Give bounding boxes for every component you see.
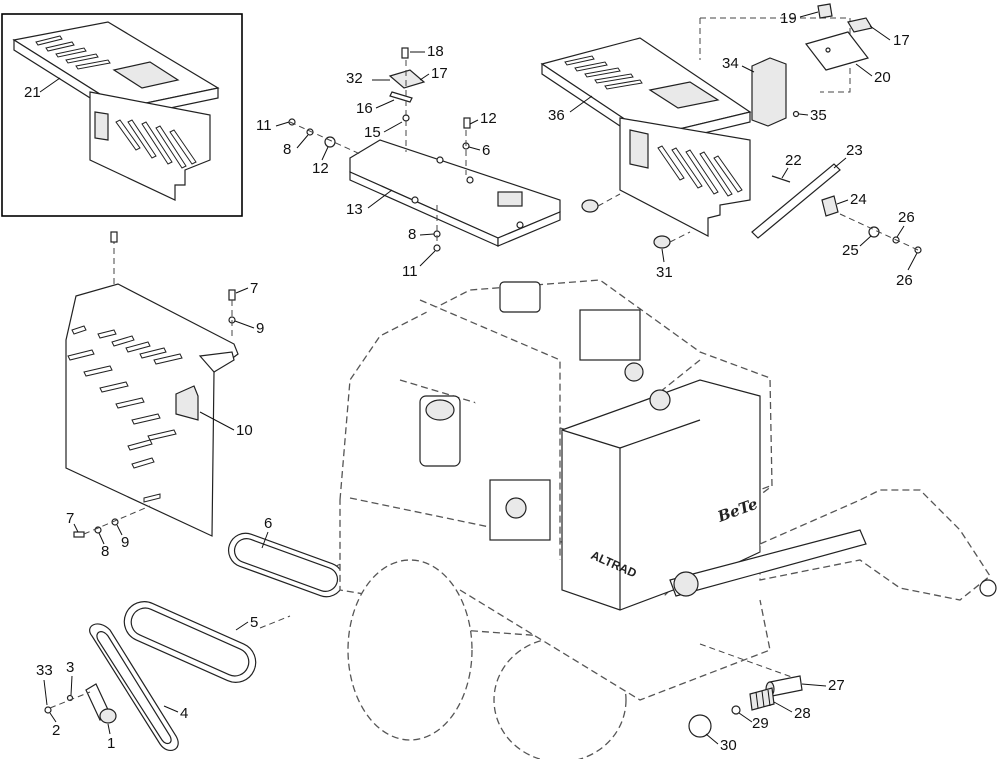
hose-27	[769, 675, 803, 697]
screw-12-right	[463, 117, 471, 129]
callout-25: 25	[842, 242, 859, 259]
callout-11-bottom: 11	[402, 263, 418, 280]
callout-31: 31	[656, 264, 673, 281]
screw-35	[792, 110, 800, 118]
inset-frame	[1, 13, 243, 217]
callout-9-bottom: 9	[121, 534, 129, 551]
screw-7-top	[228, 289, 236, 301]
callout-6-belt: 6	[264, 515, 272, 532]
callout-12-right: 12	[480, 110, 497, 127]
callout-21: 21	[24, 84, 41, 101]
hood-part-36	[540, 3, 922, 254]
cover-part-21	[12, 21, 220, 201]
engine-top	[579, 309, 641, 361]
washer-29	[731, 705, 741, 715]
callout-20: 20	[874, 69, 891, 86]
callout-30: 30	[720, 737, 737, 754]
hood-slots	[564, 55, 743, 197]
callout-17-top: 17	[893, 32, 910, 49]
drain-assembly	[688, 643, 803, 738]
callout-4: 4	[180, 705, 188, 722]
roller-machine-body: BeTe ALTRAD	[339, 279, 997, 759]
callout-2: 2	[52, 722, 60, 739]
callout-7-top: 7	[250, 280, 258, 297]
bracket-24	[821, 195, 839, 217]
box-34	[751, 57, 787, 127]
handle-knob	[979, 579, 997, 597]
latch-32	[388, 69, 426, 89]
side-panel-10	[65, 231, 239, 538]
callout-6-bracket: 6	[482, 142, 490, 159]
callout-26-upper: 26	[898, 209, 915, 226]
callout-17: 17	[431, 65, 448, 82]
callout-29: 29	[752, 715, 769, 732]
callout-1: 1	[107, 735, 115, 752]
belt-4	[89, 623, 179, 752]
handle-frame	[759, 489, 991, 601]
belt-5	[123, 601, 257, 683]
callout-35: 35	[810, 107, 827, 124]
plate-16	[389, 91, 413, 103]
callout-8-bottom: 8	[408, 226, 416, 243]
callout-34: 34	[722, 55, 739, 72]
callout-32: 32	[346, 70, 363, 87]
screw-7-bottom	[73, 531, 85, 538]
vent-slots	[35, 35, 197, 169]
bolt-22	[771, 175, 791, 183]
callout-18: 18	[427, 43, 444, 60]
tow-arm	[669, 529, 867, 597]
bushing-31-lower	[653, 235, 671, 249]
latch-17-top	[847, 17, 873, 33]
tensioner-assembly	[44, 683, 117, 724]
callout-28: 28	[794, 705, 811, 722]
leader-21	[39, 77, 61, 93]
spring-28	[749, 687, 775, 711]
callout-10: 10	[236, 422, 253, 439]
latch-17-lower	[497, 191, 523, 207]
callout-23: 23	[846, 142, 863, 159]
drive-belts	[89, 532, 351, 752]
callout-24: 24	[850, 191, 867, 208]
callout-27: 27	[828, 677, 845, 694]
callout-3: 3	[66, 659, 74, 676]
callout-19: 19	[780, 10, 797, 27]
panel-slots	[67, 325, 183, 503]
bushing-31-upper	[581, 199, 599, 213]
callout-16: 16	[356, 100, 373, 117]
callout-8-top: 8	[283, 141, 291, 158]
callout-5: 5	[250, 614, 258, 631]
callout-33: 33	[36, 662, 53, 679]
screw-18	[401, 47, 409, 59]
callout-9-top: 9	[256, 320, 264, 337]
callout-7-bottom: 7	[66, 510, 74, 527]
nut-11-bottom	[433, 244, 441, 252]
bracket-assembly	[288, 47, 561, 252]
clip-19	[817, 3, 833, 19]
callout-26-lower: 26	[896, 272, 913, 289]
drum-left	[347, 559, 473, 741]
plate-20	[804, 31, 870, 71]
callout-36: 36	[548, 107, 565, 124]
callout-11-top: 11	[256, 117, 272, 134]
callout-22: 22	[785, 152, 802, 169]
cap-30	[688, 714, 712, 738]
callout-12-left: 12	[312, 160, 329, 177]
inset-panel: 21	[1, 13, 243, 217]
strut-23	[751, 163, 841, 239]
belt-6	[227, 532, 345, 598]
callout-13: 13	[346, 201, 363, 218]
callout-15: 15	[364, 124, 381, 141]
screw-2-33	[44, 706, 52, 714]
callout-8-panel: 8	[101, 543, 109, 560]
